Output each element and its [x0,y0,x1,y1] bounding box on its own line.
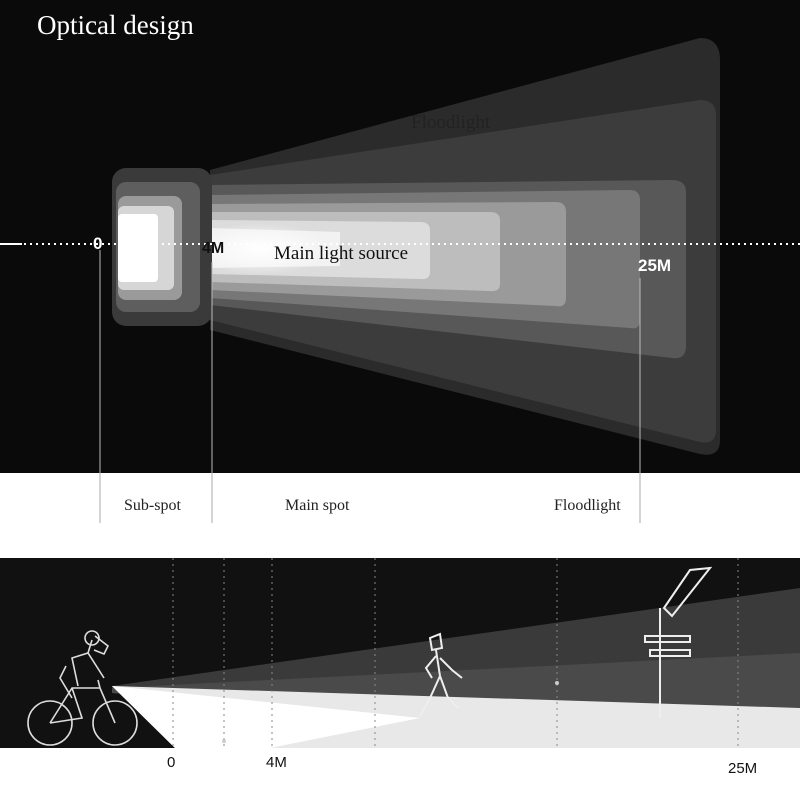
beam-diagram [0,38,800,473]
scene-axis-4m: 4M [266,754,287,771]
scene-dotted-markers [172,558,739,748]
marker-zero: 0 [93,234,103,253]
optical-design-panel: Optical design Floodlight Main light sou… [0,0,800,473]
pedestrian-icon [419,632,463,717]
marker-25m: 25M [638,256,672,275]
sub-spot-layer-5 [118,214,158,282]
floodlight-beam-label: Floodlight [411,112,491,133]
zone-main-spot: Main spot [285,497,350,514]
zone-dividers [99,473,641,523]
cyclist-icon [27,630,138,746]
scene-panel [0,558,800,748]
page-title: Optical design [37,10,194,40]
scene-distance-axis: 0 4M 25M [0,748,800,800]
scene-ground-beam-bright [112,686,420,748]
zone-floodlight: Floodlight [554,497,621,514]
main-light-source-label: Main light source [274,243,409,264]
scene-illustration [27,558,800,748]
marker-4m: 4M [202,240,225,257]
scene-dot [222,739,226,743]
zone-strip: Sub-spot Main spot Floodlight [0,473,800,523]
signpost-icon [644,566,713,718]
scene-axis-zero: 0 [167,754,176,771]
scene-dot [555,681,559,685]
main-hotspot [190,223,330,275]
zone-sub-spot: Sub-spot [124,497,181,514]
scene-axis-25m: 25M [728,760,758,777]
